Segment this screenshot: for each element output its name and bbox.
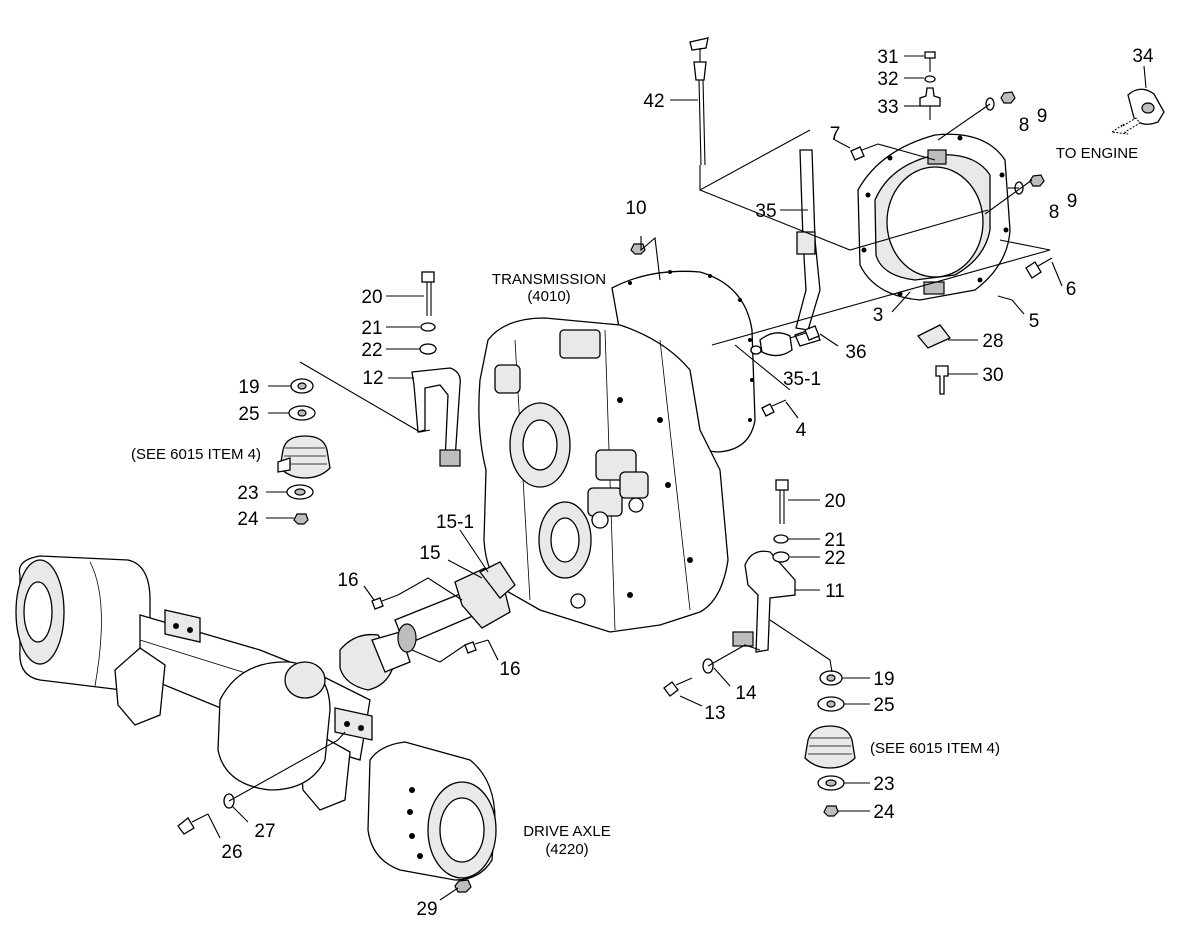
callout-35-1: 35-1: [783, 369, 821, 390]
callout-numbers: 3 4 5 6 7 8 8 9 9 10 11 12 13 14 15 15-1…: [221, 46, 1154, 920]
isolator-right: [804, 725, 856, 769]
callout-27: 27: [254, 821, 275, 842]
callout-16-upper: 16: [337, 570, 358, 591]
bracket-right: [732, 550, 796, 653]
hardware: [177, 51, 1165, 893]
callout-24-right: 24: [873, 802, 895, 823]
callout-8-lower: 8: [1049, 202, 1060, 223]
bracket-left: [411, 367, 461, 467]
callout-31: 31: [877, 47, 898, 68]
callout-7: 7: [830, 124, 841, 145]
callout-14: 14: [735, 683, 757, 704]
transmission-code: (4010): [527, 288, 570, 305]
see-6015-right: (SEE 6015 ITEM 4): [870, 740, 1000, 757]
callout-10: 10: [625, 198, 646, 219]
drive-axle-code: (4220): [545, 841, 588, 858]
callout-29: 29: [416, 899, 437, 920]
callout-15: 15: [419, 543, 440, 564]
callout-4: 4: [796, 420, 807, 441]
isolator-left: [277, 435, 331, 479]
callout-5: 5: [1029, 311, 1040, 332]
callout-16-lower: 16: [499, 659, 520, 680]
callout-22-right: 22: [824, 548, 845, 569]
callout-21-left: 21: [361, 318, 382, 339]
callout-9-upper: 9: [1037, 106, 1048, 127]
callout-9-lower: 9: [1067, 191, 1078, 212]
callout-23-left: 23: [237, 483, 258, 504]
callout-24-left: 24: [237, 509, 259, 530]
callout-19-left: 19: [238, 377, 259, 398]
callout-12: 12: [362, 368, 383, 389]
callout-36: 36: [845, 342, 866, 363]
callout-26: 26: [221, 842, 242, 863]
callout-22-left: 22: [361, 340, 382, 361]
callout-25-right: 25: [873, 695, 894, 716]
callout-11: 11: [825, 581, 845, 602]
drive-shaft: [339, 561, 516, 691]
callout-3: 3: [873, 305, 884, 326]
callout-6: 6: [1066, 279, 1077, 300]
to-engine-label: TO ENGINE: [1056, 145, 1138, 162]
callout-20-right: 20: [824, 491, 845, 512]
callout-23-right: 23: [873, 774, 894, 795]
leader-lines: [207, 55, 1147, 901]
drive-axle-label: DRIVE AXLE: [523, 823, 611, 840]
drive-axle: [15, 555, 497, 881]
bell-housing: [857, 133, 1011, 301]
callout-15-1: 15-1: [436, 512, 474, 533]
see-6015-left: (SEE 6015 ITEM 4): [131, 446, 261, 463]
callout-13: 13: [704, 703, 725, 724]
callout-28: 28: [982, 331, 1003, 352]
callout-34: 34: [1132, 46, 1154, 67]
callout-25-left: 25: [238, 404, 259, 425]
callout-42: 42: [643, 91, 664, 112]
callout-20-left: 20: [361, 287, 382, 308]
to-engine-arrow: [1110, 117, 1141, 135]
text-labels: TRANSMISSION (4010) DRIVE AXLE (4220) TO…: [131, 145, 1138, 858]
callout-35: 35: [755, 201, 776, 222]
callout-21-right: 21: [824, 530, 845, 551]
callout-19-right: 19: [873, 669, 894, 690]
callout-32: 32: [877, 69, 898, 90]
callout-30: 30: [982, 365, 1003, 386]
callout-33: 33: [877, 97, 898, 118]
transmission-label: TRANSMISSION: [492, 271, 606, 288]
callout-8-upper: 8: [1019, 115, 1030, 136]
transmission-housing: [478, 270, 756, 633]
